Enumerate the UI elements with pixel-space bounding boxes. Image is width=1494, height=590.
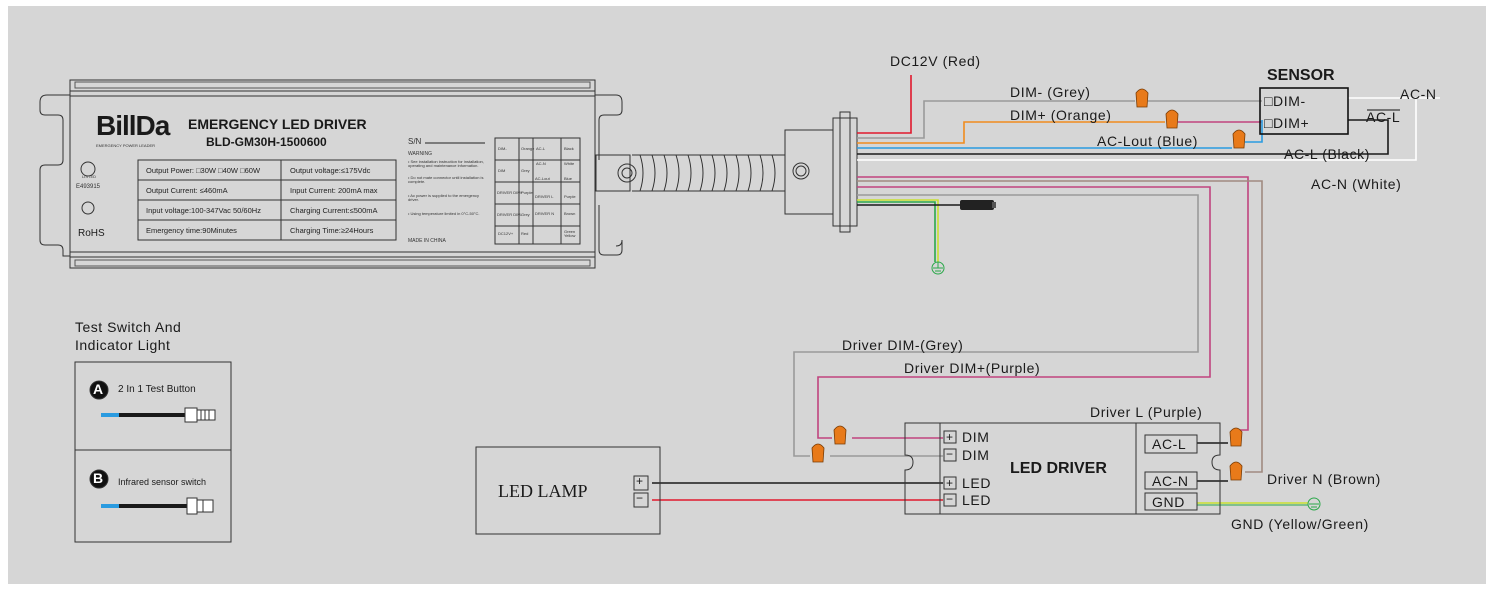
sensor-box	[1259, 87, 1400, 135]
label-ac-lout-blue: AC-Lout (Blue)	[1097, 133, 1198, 149]
sensor-title: SENSOR	[1267, 67, 1335, 84]
spec-cell: Emergency time:90Minutes	[146, 226, 237, 235]
wire-table-cell: Purple	[521, 190, 533, 195]
warning-text: • Using temperature limited in 0°C-50°C.	[408, 211, 480, 216]
pin-sign: −	[946, 492, 954, 506]
led-driver-ac-n: AC-N	[1152, 473, 1189, 489]
spec-cell: Output Current: ≤460mA	[146, 186, 228, 195]
wire-table-cell: DIM-	[498, 146, 507, 151]
pin-label-led-plus: LED	[962, 475, 992, 491]
label-ac-n-white: AC-N (White)	[1311, 176, 1402, 192]
driver-model: BLD-GM30H-1500600	[206, 135, 327, 149]
test-plug	[960, 200, 996, 210]
label-dim-plus-orange: DIM+ (Orange)	[1010, 107, 1112, 123]
wire-table-cell: DRIVER DIM+	[497, 190, 523, 195]
pin-sign: +	[946, 430, 954, 444]
label-dc12v-red: DC12V (Red)	[890, 53, 981, 69]
wire-table-cell: White	[564, 161, 575, 166]
label-ac-l-black: AC-L (Black)	[1284, 146, 1371, 162]
spec-cell: Charging Current:≤500mA	[290, 206, 378, 215]
spec-cell: Charging Time:≥24Hours	[290, 226, 374, 235]
test-switch-heading: Indicator Light	[75, 337, 171, 353]
led-lamp-minus: −	[636, 491, 644, 505]
wire-table-cell: Black	[564, 146, 574, 151]
diagram-background	[8, 6, 1486, 584]
conduit-connector	[595, 111, 858, 233]
sensor-pin-dim-minus: □DIM-	[1264, 93, 1306, 109]
wire-nuts	[811, 88, 1246, 481]
sensor-switch-label: Infrared sensor switch	[118, 477, 207, 487]
wire-table-cell: AC-Lout	[535, 176, 550, 181]
wire-table-cell: Brown	[564, 211, 576, 216]
wire-table-cell: DIM	[498, 168, 506, 173]
label-driver-dim-minus: Driver DIM-(Grey)	[842, 337, 964, 353]
pin-label-led-minus: LED	[962, 492, 992, 508]
spec-cell: Input voltage:100-347Vac 50/60Hz	[146, 206, 261, 215]
led-driver-gnd: GND	[1152, 494, 1185, 510]
wire-table-cell: DRIVER DIM-	[497, 212, 522, 217]
wire-table-cell: Grey	[521, 168, 530, 173]
wire-table-cell: DRIVER L	[535, 194, 554, 199]
led-driver-ac-l: AC-L	[1152, 436, 1187, 452]
wire-table-cell: Purple	[564, 194, 576, 199]
wire-table-cell: Grey	[521, 212, 530, 217]
ground-symbol	[931, 261, 945, 275]
badge-a: A	[93, 381, 104, 397]
sensor-pin-ac-l: AC-L	[1366, 109, 1401, 125]
warning-text: • See installation instruction for insta…	[408, 159, 484, 169]
wire-table-cell: Red	[521, 231, 529, 236]
led-driver-box	[904, 422, 1221, 515]
label-driver-n: Driver N (Brown)	[1267, 471, 1381, 487]
ground-symbol-gnd	[1307, 497, 1321, 511]
pin-label-dim-minus: DIM	[962, 447, 990, 463]
label-gnd: GND (Yellow/Green)	[1231, 516, 1369, 532]
cert-rohs: RoHS	[78, 228, 105, 239]
pin-label-dim-plus: DIM	[962, 429, 990, 445]
spec-cell: Output Power: □30W □40W □60W	[146, 166, 261, 175]
wire-table-cell: AC-L	[536, 146, 546, 151]
badge-b: B	[93, 470, 104, 486]
wire-table-cell: Green Yellow	[564, 229, 576, 238]
cert-listed: LISTED	[82, 174, 97, 179]
label-driver-l: Driver L (Purple)	[1090, 404, 1203, 420]
led-lamp-box	[475, 446, 661, 535]
wire-table-cell: DRIVER N	[535, 211, 555, 216]
cert-number: E493915	[76, 184, 101, 190]
label-driver-dim-plus: Driver DIM+(Purple)	[904, 360, 1041, 376]
led-lamp-plus: +	[636, 474, 644, 488]
wire-table-cell: Orange	[521, 146, 535, 151]
label-dim-minus-grey: DIM- (Grey)	[1010, 84, 1091, 100]
pin-sign: −	[946, 447, 954, 461]
wire-table-cell: Blue	[564, 176, 573, 181]
warning-text: • Do not mate connector until installati…	[408, 175, 484, 185]
driver-title: EMERGENCY LED DRIVER	[188, 116, 367, 132]
pin-sign: +	[946, 476, 954, 490]
wire-table-cell: DC12V+	[498, 231, 514, 236]
warning-title: WARNING	[408, 151, 432, 157]
test-switch-heading: Test Switch And	[75, 319, 182, 335]
sensor-pin-dim-plus: □DIM+	[1264, 115, 1310, 131]
made-in: MADE IN CHINA	[408, 238, 446, 244]
label-ac-n: AC-N	[1400, 86, 1437, 102]
brand-logo: BillDa	[96, 110, 170, 141]
test-button-label: 2 In 1 Test Button	[118, 384, 196, 395]
brand-tagline: EMERGENCY POWER LEADER	[96, 143, 156, 148]
warning-text: • Ac power is supplied to the emergency …	[408, 193, 479, 203]
test-switch-panel	[74, 361, 232, 543]
led-lamp-title: LED LAMP	[498, 481, 588, 501]
spec-cell: Input Current: 200mA max	[290, 186, 378, 195]
spec-cell: Output voltage:≤175Vdc	[290, 166, 371, 175]
emergency-driver-housing	[39, 79, 623, 269]
led-driver-title: LED DRIVER	[1010, 460, 1107, 477]
wire-table-cell: AC-N	[536, 161, 546, 166]
wires	[652, 75, 1440, 506]
serial-number-label: S/N	[408, 137, 422, 146]
